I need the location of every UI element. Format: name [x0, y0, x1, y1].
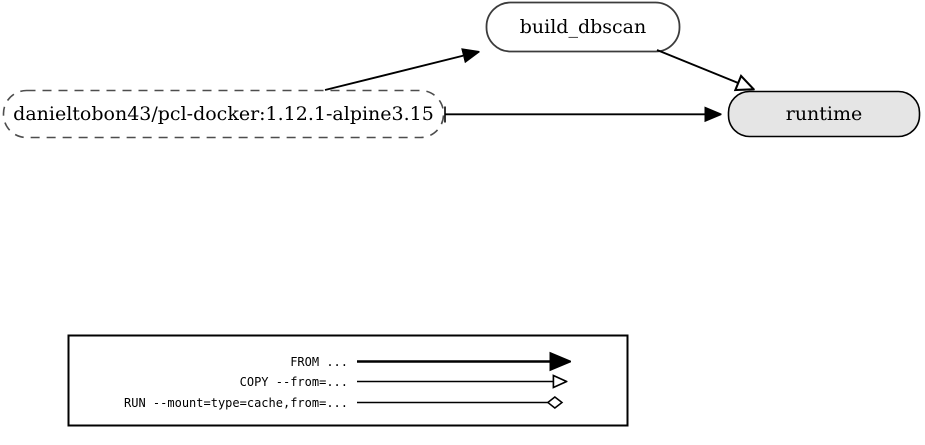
node-base-image-shape	[2, 89, 445, 139]
legend-label-from: FROM ...	[290, 355, 348, 369]
edge-build-to-runtime[interactable]	[656, 49, 753, 89]
legend-label-copy-from: COPY --from=...	[239, 375, 348, 389]
edge-base-to-runtime[interactable]	[444, 107, 720, 123]
node-build-dbscan-shape	[485, 1, 681, 53]
legend	[67, 334, 629, 427]
edge-base-to-build-line	[324, 52, 478, 91]
node-runtime-shape	[727, 90, 921, 138]
legend-label-run-mount: RUN --mount=type=cache,from=...	[124, 396, 348, 410]
edge-build-to-runtime-line	[656, 49, 753, 89]
node-runtime[interactable]	[727, 90, 921, 138]
edge-base-to-build[interactable]	[324, 52, 478, 91]
node-build-dbscan[interactable]	[485, 1, 681, 53]
node-base-image[interactable]	[2, 89, 445, 139]
legend-box	[67, 334, 629, 427]
